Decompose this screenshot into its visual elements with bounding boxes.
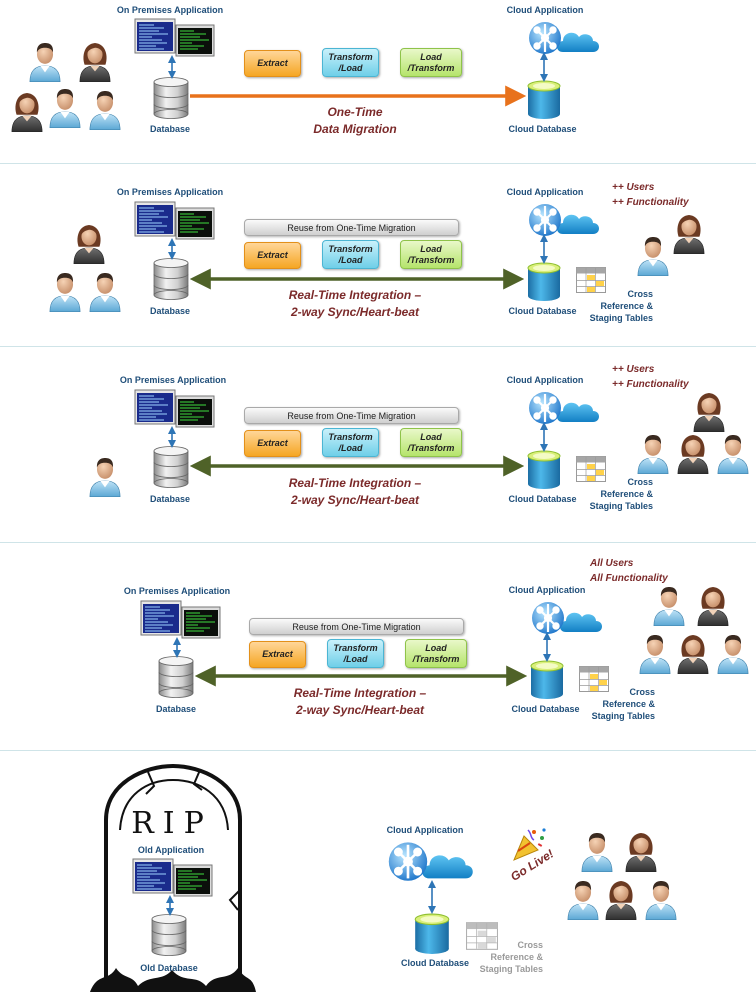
cloud-app-label: Cloud Application bbox=[506, 5, 584, 15]
load-transform-badge: Load/Transform bbox=[400, 428, 462, 457]
integration-caption: Real-Time Integration –2-way Sync/Heart-… bbox=[288, 288, 422, 319]
load-transform-badge: Load/Transform bbox=[405, 639, 467, 668]
transform-load-badge: Transform/Load bbox=[327, 639, 384, 668]
cloud-app-label: Cloud Application bbox=[506, 375, 584, 385]
integration-caption: Real-Time Integration –2-way Sync/Heart-… bbox=[288, 476, 422, 507]
on-prem-app-label: On Premises Application bbox=[116, 5, 224, 15]
cloud-app-label: Cloud Application bbox=[506, 187, 584, 197]
party-popper-icon bbox=[513, 828, 546, 861]
transform-load-badge: Transform/Load bbox=[322, 428, 379, 457]
cloud-db-label: Cloud Database bbox=[508, 306, 577, 316]
load-transform-badge: Load/Transform bbox=[400, 48, 462, 77]
on-prem-app-label: On Premises Application bbox=[116, 187, 224, 197]
stage-divider bbox=[0, 750, 756, 751]
tombstone-inscription: RIP bbox=[131, 806, 213, 841]
integration-caption: Real-Time Integration –2-way Sync/Heart-… bbox=[293, 686, 427, 717]
reuse-banner: Reuse from One-Time Migration bbox=[249, 618, 464, 635]
growth-note: ++ Users++ Functionality bbox=[612, 364, 689, 390]
load-transform-badge: Load/Transform bbox=[400, 240, 462, 269]
extract-badge: Extract bbox=[244, 242, 301, 269]
cloud-app-label: Cloud Application bbox=[386, 825, 464, 835]
growth-note: ++ Users++ Functionality bbox=[612, 182, 689, 208]
stage-divider bbox=[0, 346, 756, 347]
old-db-label: Old Database bbox=[140, 963, 198, 973]
database-label: Database bbox=[149, 494, 191, 504]
transform-load-badge: Transform/Load bbox=[322, 48, 379, 77]
cloud-db-label: Cloud Database bbox=[400, 958, 469, 968]
cloud-app-label: Cloud Application bbox=[508, 585, 586, 595]
stage-divider bbox=[0, 542, 756, 543]
old-app-label: Old Application bbox=[137, 845, 205, 855]
database-label: Database bbox=[149, 306, 191, 316]
stage-divider bbox=[0, 163, 756, 164]
cloud-db-label: Cloud Database bbox=[508, 124, 577, 134]
database-label: Database bbox=[149, 124, 191, 134]
on-prem-app-label: On Premises Application bbox=[119, 375, 227, 385]
reuse-banner: Reuse from One-Time Migration bbox=[244, 407, 459, 424]
cloud-db-label: Cloud Database bbox=[508, 494, 577, 504]
transform-load-badge: Transform/Load bbox=[322, 240, 379, 269]
database-label: Database bbox=[155, 704, 197, 714]
cloud-db-label: Cloud Database bbox=[511, 704, 580, 714]
extract-badge: Extract bbox=[244, 50, 301, 77]
reuse-banner: Reuse from One-Time Migration bbox=[244, 219, 459, 236]
on-prem-app-label: On Premises Application bbox=[123, 586, 231, 596]
